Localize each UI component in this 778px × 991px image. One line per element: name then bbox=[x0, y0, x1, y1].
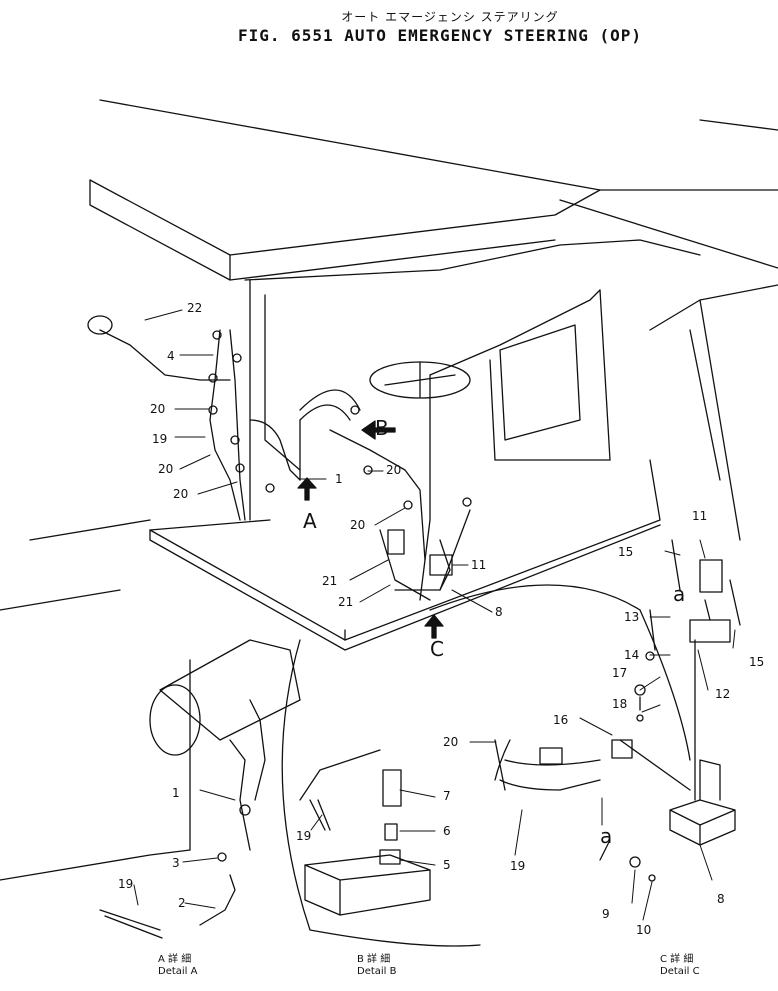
detail-c-parts bbox=[494, 539, 741, 882]
part-label-19: 19 bbox=[152, 432, 167, 446]
part-label-20: 20 bbox=[350, 518, 365, 532]
detail-caption-jp: A 詳 細 bbox=[158, 952, 191, 965]
part-label-14: 14 bbox=[624, 648, 639, 662]
part-label-6: 6 bbox=[443, 824, 451, 838]
view-marker-b: B bbox=[375, 416, 389, 440]
part-label-15: 15 bbox=[749, 655, 764, 669]
part-label-20: 20 bbox=[443, 735, 458, 749]
machine-body-outline bbox=[0, 99, 778, 881]
part-label-11: 11 bbox=[471, 558, 486, 572]
detail-caption-jp: C 詳 細 bbox=[660, 952, 693, 965]
detail-caption-jp: B 詳 細 bbox=[357, 952, 390, 965]
cab-wiring bbox=[87, 315, 472, 601]
part-label-2: 2 bbox=[178, 896, 186, 910]
detail-b-parts bbox=[299, 749, 431, 916]
part-label-11: 11 bbox=[692, 509, 707, 523]
part-label-16: 16 bbox=[553, 713, 568, 727]
detail-caption: Detail C bbox=[660, 966, 700, 977]
view-marker-a: A bbox=[303, 509, 317, 533]
detail-caption: Detail B bbox=[357, 966, 397, 977]
part-label-18: 18 bbox=[612, 697, 627, 711]
connector-marker-a: a bbox=[673, 582, 685, 606]
part-label-19: 19 bbox=[510, 859, 525, 873]
part-label-19: 19 bbox=[118, 877, 133, 891]
part-label-15: 15 bbox=[618, 545, 633, 559]
part-label-9: 9 bbox=[602, 907, 610, 921]
part-label-12: 12 bbox=[715, 687, 730, 701]
connector-marker-a: a bbox=[600, 824, 612, 848]
part-label-20: 20 bbox=[386, 463, 401, 477]
part-label-17: 17 bbox=[612, 666, 627, 680]
part-label-7: 7 bbox=[443, 789, 451, 803]
part-label-20: 20 bbox=[150, 402, 165, 416]
view-arrows bbox=[297, 420, 444, 639]
part-label-21: 21 bbox=[322, 574, 337, 588]
operator-cab bbox=[149, 279, 661, 651]
figure-title: FIG. 6551 AUTO EMERGENCY STEERING (OP) bbox=[237, 26, 643, 45]
part-label-21: 21 bbox=[338, 595, 353, 609]
part-label-19: 19 bbox=[296, 829, 311, 843]
part-label-20: 20 bbox=[158, 462, 173, 476]
part-label-1: 1 bbox=[172, 786, 180, 800]
part-label-10: 10 bbox=[636, 923, 651, 937]
view-marker-c: C bbox=[430, 637, 444, 661]
detail-a-parts bbox=[99, 639, 301, 939]
part-label-3: 3 bbox=[172, 856, 180, 870]
part-label-22: 22 bbox=[187, 301, 202, 315]
part-label-5: 5 bbox=[443, 858, 451, 872]
title-japanese: オート エマージェンシ ステアリング bbox=[341, 10, 559, 24]
part-label-4: 4 bbox=[167, 349, 175, 363]
leader-lines bbox=[133, 309, 736, 921]
part-label-8: 8 bbox=[717, 892, 725, 906]
part-label-20: 20 bbox=[173, 487, 188, 501]
detail-boundary bbox=[281, 584, 691, 947]
part-label-8: 8 bbox=[495, 605, 503, 619]
part-label-1: 1 bbox=[335, 472, 343, 486]
part-label-13: 13 bbox=[624, 610, 639, 624]
detail-caption: Detail A bbox=[158, 966, 198, 977]
